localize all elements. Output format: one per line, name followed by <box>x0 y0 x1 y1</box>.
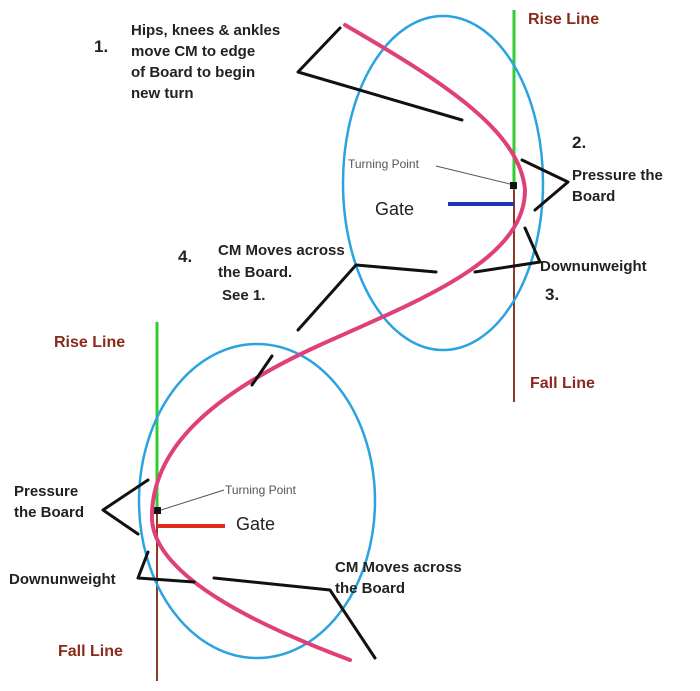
step1-line-2: move CM to edge <box>131 43 255 60</box>
top-rise-label: Rise Line <box>528 11 599 28</box>
bottom-turning-point-leader <box>160 489 225 511</box>
step2-line-1: Pressure the <box>572 167 663 184</box>
ride-path <box>149 23 528 662</box>
step3-number: 3. <box>545 285 559 304</box>
bottom-cm-leader <box>212 576 377 660</box>
top-turning-point-label: Turning Point <box>348 157 420 171</box>
bottom-turn-circle <box>137 342 377 660</box>
step1-line-3: of Board to begin <box>131 64 255 81</box>
bottom-gate-label: Gate <box>236 514 275 534</box>
leader-lines <box>101 26 570 660</box>
step4-line-1: CM Moves across <box>218 242 345 259</box>
step3-leader <box>473 226 542 274</box>
bottom-turning-point-marker <box>154 507 161 514</box>
bottom-cm-line-1: CM Moves across <box>335 559 462 576</box>
top-gate-label: Gate <box>375 199 414 219</box>
top-fall-label: Fall Line <box>530 375 595 392</box>
bottom-rise-label: Rise Line <box>54 334 125 351</box>
step2-line-2: Board <box>572 188 615 205</box>
step4-leader-tail <box>250 354 274 387</box>
top-turning-point-leader <box>435 165 511 185</box>
bottom-pressure-line-1: Pressure <box>14 483 78 500</box>
bottom-downunweight-leader <box>136 550 196 584</box>
step2-leader <box>520 158 570 212</box>
bottom-turning-point-label: Turning Point <box>225 483 297 497</box>
step4-line-3: See 1. <box>222 287 265 304</box>
step1-number: 1. <box>94 37 108 56</box>
step1-line-1: Hips, knees & ankles <box>131 22 280 39</box>
step3-label: Downunweight <box>540 258 647 275</box>
step4-line-2: the Board. <box>218 264 292 281</box>
step4-leader <box>296 263 438 332</box>
bottom-downunweight-label: Downunweight <box>9 571 116 588</box>
step1-leader <box>296 26 464 122</box>
step1-line-4: new turn <box>131 85 194 102</box>
step2-number: 2. <box>572 133 586 152</box>
top-turning-point-marker <box>510 182 517 189</box>
top-turn-circle <box>341 14 545 352</box>
bottom-pressure-line-2: the Board <box>14 504 84 521</box>
bottom-cm-line-2: the Board <box>335 580 405 597</box>
bottom-fall-label: Fall Line <box>58 643 123 660</box>
bottom-pressure-leader <box>101 478 150 536</box>
step4-number: 4. <box>178 247 192 266</box>
